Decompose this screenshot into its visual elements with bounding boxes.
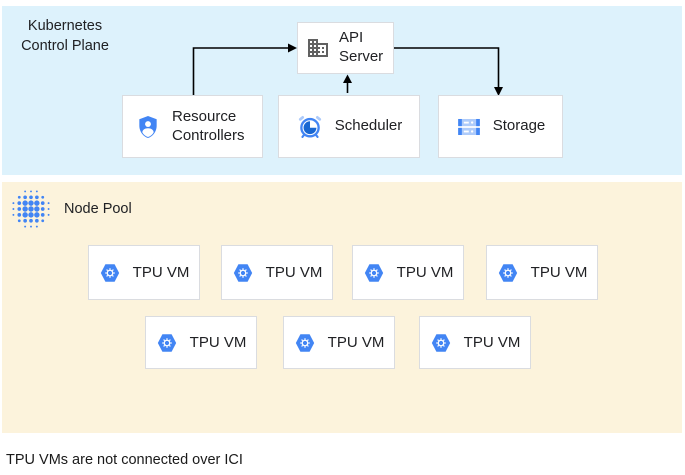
diagram-caption: TPU VMs are not connected over ICI (6, 452, 243, 468)
dot-cluster-icon (12, 190, 50, 228)
hexagon-gear-icon (232, 263, 253, 282)
scheduler-node[interactable]: Scheduler (278, 95, 420, 158)
tpu-vm-label: TPU VM (396, 264, 454, 281)
hexagon-gear-icon (363, 263, 384, 282)
hexagon-gear-icon (430, 333, 451, 352)
tpu-vm-label: TPU VM (132, 264, 190, 281)
hexagon-gear-icon (156, 333, 177, 352)
tpu-vm-node[interactable]: TPU VM (419, 316, 531, 369)
tpu-vm-label: TPU VM (327, 334, 385, 351)
api-server-node[interactable]: API Server (297, 22, 394, 74)
node-pool-label: Node Pool (64, 201, 132, 217)
tpu-vm-label: TPU VM (463, 334, 521, 351)
building-icon (308, 39, 328, 57)
tpu-vm-node[interactable]: TPU VM (88, 245, 200, 300)
api-server-label: API Server (339, 29, 384, 65)
storage-label: Storage (492, 117, 546, 135)
resource-controllers-node[interactable]: Resource Controllers (122, 95, 263, 158)
hexagon-gear-icon (294, 333, 315, 352)
tpu-vm-label: TPU VM (530, 264, 588, 281)
node-pool-header: Node Pool (10, 188, 132, 230)
server-stack-icon (457, 118, 480, 135)
resource-controllers-label: Resource Controllers (172, 107, 245, 144)
storage-node[interactable]: Storage (438, 95, 563, 158)
shield-person-icon (139, 115, 157, 138)
node-pool-region (2, 182, 682, 433)
tpu-vm-node[interactable]: TPU VM (221, 245, 333, 300)
hexagon-gear-icon (99, 263, 120, 282)
tpu-vm-node[interactable]: TPU VM (283, 316, 395, 369)
tpu-vm-label: TPU VM (189, 334, 247, 351)
scheduler-label: Scheduler (334, 117, 403, 135)
tpu-vm-node[interactable]: TPU VM (145, 316, 257, 369)
tpu-vm-node[interactable]: TPU VM (486, 245, 598, 300)
tpu-vm-node[interactable]: TPU VM (352, 245, 464, 300)
tpu-vm-label: TPU VM (265, 264, 323, 281)
control-plane-title: Kubernetes Control Plane (21, 18, 109, 55)
hexagon-gear-icon (497, 263, 518, 282)
alarm-clock-icon (298, 115, 321, 138)
